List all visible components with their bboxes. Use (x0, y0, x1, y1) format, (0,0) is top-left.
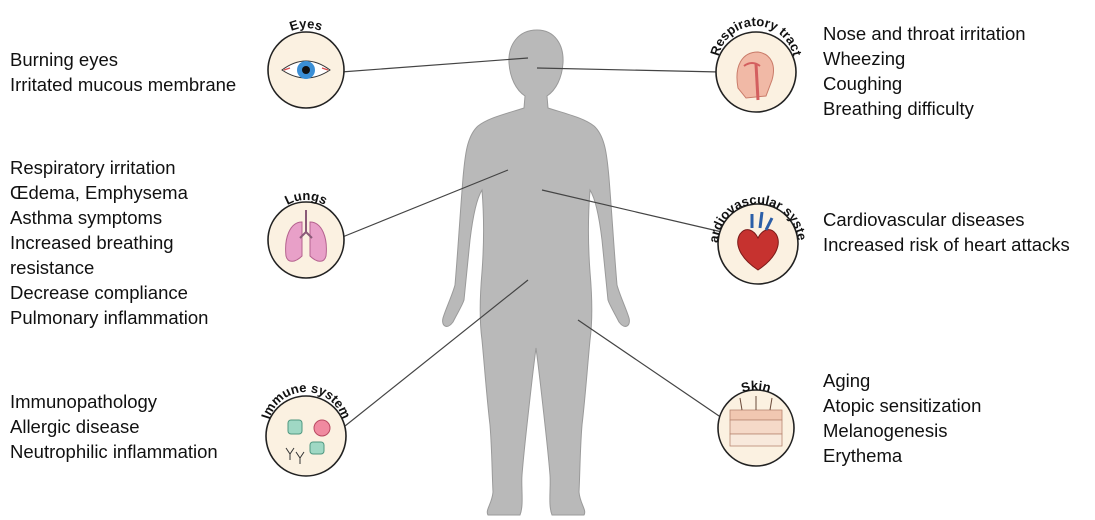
eyes-title: Eyes (288, 16, 325, 34)
effect-item: Respiratory irritation (10, 155, 208, 180)
effect-item: Neutrophilic inflammation (10, 439, 218, 464)
skin-title: Skin (739, 378, 772, 395)
cardio-effects: Cardiovascular diseases Increased risk o… (823, 207, 1070, 257)
effect-item: Wheezing (823, 46, 1026, 71)
eyes-effects: Burning eyes Irritated mucous membrane (10, 47, 236, 97)
effect-item: Pulmonary inflammation (10, 305, 208, 330)
effect-item: Burning eyes (10, 47, 236, 72)
lungs-effects: Respiratory irritation Œdema, Emphysema … (10, 155, 208, 330)
effect-item: Nose and throat irritation (823, 21, 1026, 46)
effect-item: Increased risk of heart attacks (823, 232, 1070, 257)
effect-item: Aging (823, 368, 981, 393)
effect-item: Increased breathing (10, 230, 208, 255)
connector-skin (578, 320, 722, 418)
effect-item: Breathing difficulty (823, 96, 1026, 121)
effect-item: Erythema (823, 443, 981, 468)
effect-item: resistance (10, 255, 208, 280)
effect-item: Atopic sensitization (823, 393, 981, 418)
lungs-circle (268, 202, 344, 278)
effect-item: Coughing (823, 71, 1026, 96)
human-body-silhouette (443, 30, 630, 515)
eyes-circle (268, 32, 344, 108)
effect-item: Allergic disease (10, 414, 218, 439)
effect-item: Melanogenesis (823, 418, 981, 443)
effect-item: Asthma symptoms (10, 205, 208, 230)
immune-effects: Immunopathology Allergic disease Neutrop… (10, 389, 218, 464)
respiratory-circle (716, 32, 796, 112)
effect-item: Cardiovascular diseases (823, 207, 1070, 232)
effect-item: Œdema, Emphysema (10, 180, 208, 205)
effect-item: Immunopathology (10, 389, 218, 414)
effect-item: Decrease compliance (10, 280, 208, 305)
connector-eyes (341, 58, 528, 72)
respiratory-effects: Nose and throat irritation Wheezing Coug… (823, 21, 1026, 121)
connector-respiratory (537, 68, 720, 72)
effect-item: Irritated mucous membrane (10, 72, 236, 97)
skin-circle (718, 390, 794, 466)
skin-effects: Aging Atopic sensitization Melanogenesis… (823, 368, 981, 468)
